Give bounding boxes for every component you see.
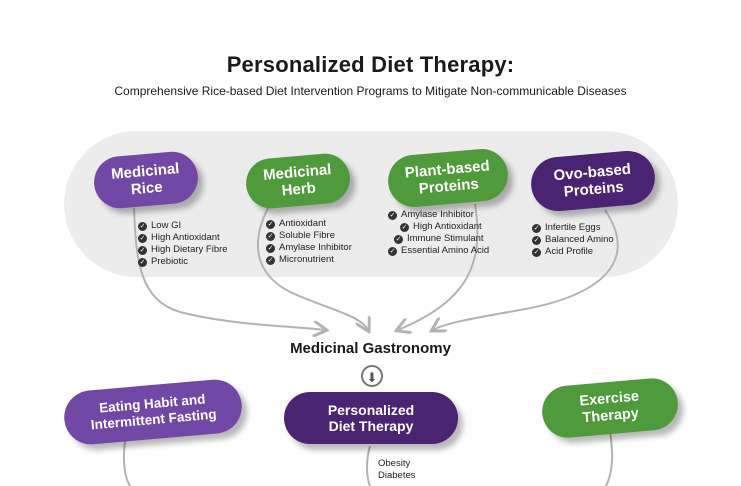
item-label: Acid Profile <box>545 246 594 257</box>
item-label: Immune Stimulant <box>407 233 484 244</box>
check-icon: ✓ <box>388 210 397 220</box>
arrow-rice <box>133 207 325 330</box>
check-icon: ✓ <box>138 221 147 231</box>
item-label: Micronutrient <box>279 254 334 265</box>
herb-benefits-list: ✓ Antioxidant ✓ Soluble Fibre ✓ Amylase Inh… <box>266 218 352 266</box>
down-arrow-icon: ⬇ <box>361 365 383 387</box>
item-label: Infertile Eggs <box>545 222 601 233</box>
list-item: ✓ High Dietary Fibre <box>138 244 228 256</box>
medicinal-gastronomy-heading: Medicinal Gastronomy <box>290 340 451 357</box>
list-item: ✓ Balanced Amino <box>532 234 614 246</box>
check-icon: ✓ <box>266 219 275 229</box>
check-icon: ✓ <box>532 235 541 245</box>
line-right <box>605 431 614 486</box>
ovo-benefits-list: ✓ Infertile Eggs ✓ Balanced Amino ✓ Acid Pr… <box>532 222 614 258</box>
check-icon: ✓ <box>266 231 275 241</box>
page-title: Personalized Diet Therapy: <box>226 52 515 77</box>
item-label: High Antioxidant <box>413 221 482 232</box>
list-item: ✓ Low GI <box>138 220 228 232</box>
item-label: Essential Amino Acid <box>401 245 490 256</box>
diet-therapy-conditions: Obesity Diabetes <box>378 458 416 482</box>
list-item: ✓ Amylase Inhibitor <box>388 209 489 221</box>
list-item: ✓ Micronutrient <box>266 254 352 266</box>
arrow-herb <box>256 207 368 330</box>
list-item: ✓ Soluble Fibre <box>266 230 352 242</box>
check-icon: ✓ <box>400 222 409 232</box>
check-icon: ✓ <box>266 243 275 253</box>
list-item: ✓ Antioxidant <box>266 218 352 230</box>
line-center <box>366 445 371 486</box>
arrow-plant <box>398 203 479 330</box>
list-item: ✓ Amylase Inhibitor <box>266 242 352 254</box>
list-item: ✓ Infertile Eggs <box>532 222 614 234</box>
check-icon: ✓ <box>266 255 275 265</box>
item-label: High Dietary Fibre <box>151 244 228 255</box>
check-icon: ✓ <box>138 257 147 267</box>
item-label: Soluble Fibre <box>279 230 335 241</box>
list-item: ✓ Essential Amino Acid <box>388 245 489 257</box>
list-item: Diabetes <box>378 470 416 481</box>
check-icon: ✓ <box>394 234 403 244</box>
check-icon: ✓ <box>532 247 541 257</box>
item-label: Low GI <box>151 220 182 231</box>
rice-benefits-list: ✓ Low GI ✓ High Antioxidant ✓ High Dietary … <box>138 220 228 268</box>
list-item: ✓ High Antioxidant <box>388 221 489 233</box>
item-label: High Antioxidant <box>151 232 220 243</box>
list-item: Obesity <box>378 458 411 469</box>
item-label: Antioxidant <box>279 218 327 229</box>
check-icon: ✓ <box>532 223 541 233</box>
check-icon: ✓ <box>138 245 147 255</box>
page-subtitle: Comprehensive Rice-based Diet Interventi… <box>114 84 627 98</box>
item-label: Amylase Inhibitor <box>401 209 474 220</box>
check-icon: ✓ <box>388 246 397 256</box>
item-label: Balanced Amino <box>545 234 614 245</box>
item-label: Prebiotic <box>151 256 188 267</box>
list-item: ✓ Acid Profile <box>532 246 614 258</box>
pill-label: Personalized <box>327 401 415 418</box>
list-item: ✓ Prebiotic <box>138 256 228 268</box>
line-left <box>122 435 131 486</box>
list-item: ✓ Immune Stimulant <box>388 233 489 245</box>
arrow-ovo <box>433 209 619 330</box>
plant-benefits-list: ✓Amylase Inhibitor ✓High Antioxidant ✓Im… <box>388 209 489 257</box>
item-label: Amylase Inhibitor <box>279 242 352 253</box>
check-icon: ✓ <box>138 233 147 243</box>
pill-label: Diet Therapy <box>328 418 414 434</box>
list-item: ✓ High Antioxidant <box>138 232 228 244</box>
